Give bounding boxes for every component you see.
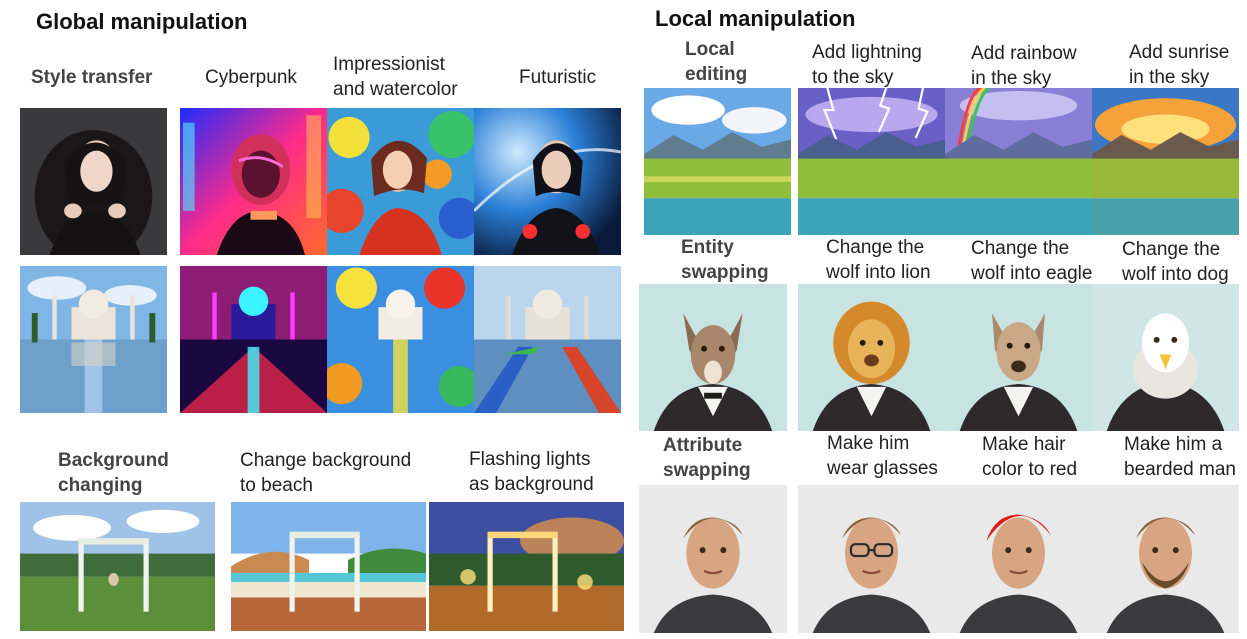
- style-transfer-row-label: Style transfer: [31, 67, 153, 88]
- arch-original-image: [20, 502, 215, 631]
- taj-mahal-original-image: [20, 266, 167, 413]
- landscape-rainbow-image: [945, 88, 1092, 235]
- woman-original-image: [20, 108, 167, 255]
- man-glasses-image: [798, 485, 945, 633]
- change-background-beach-label: Change background to beach: [240, 450, 412, 496]
- man-red-hair-image: [945, 485, 1092, 633]
- man-bearded-image: [1092, 485, 1239, 633]
- lion-image: [798, 284, 945, 431]
- wolf-into-lion-label: Change the wolf into lion: [826, 237, 931, 283]
- add-rainbow-label: Add rainbow in the sky: [971, 43, 1077, 89]
- local-manipulation-title: Local manipulation: [655, 6, 856, 31]
- attribute-swapping-row-label: Attribute swapping: [663, 435, 751, 481]
- wolf-into-eagle-label: Change the wolf into eagle: [971, 238, 1093, 284]
- global-manipulation-title: Global manipulation: [36, 9, 248, 34]
- bearded-man-label: Make him a bearded man: [1124, 434, 1236, 480]
- flashing-lights-label: Flashing lights as background: [469, 449, 594, 495]
- eagle-image: [945, 284, 1092, 431]
- woman-impressionist-image: [327, 108, 474, 255]
- hair-red-label: Make hair color to red: [982, 434, 1078, 480]
- landscape-original-image: [644, 88, 791, 235]
- add-sunrise-label: Add sunrise in the sky: [1129, 42, 1230, 88]
- entity-swapping-row-label: Entity swapping: [681, 237, 769, 283]
- woman-cyberpunk-image: [180, 108, 327, 255]
- cyberpunk-column-label: Cyberpunk: [205, 67, 297, 88]
- wolf-into-dog-label: Change the wolf into dog: [1122, 239, 1229, 285]
- arch-flashing-lights-image: [429, 502, 624, 631]
- impressionist-column-label: Impressionist and watercolor: [333, 54, 458, 100]
- wolf-original-image: [639, 284, 787, 431]
- arch-beach-image: [231, 502, 426, 631]
- taj-mahal-cyberpunk-image: [180, 266, 327, 413]
- woman-futuristic-image: [474, 108, 621, 255]
- landscape-sunrise-image: [1092, 88, 1239, 235]
- background-changing-row-label: Background changing: [58, 450, 169, 496]
- taj-mahal-futuristic-image: [474, 266, 621, 413]
- man-original-image: [639, 485, 787, 633]
- landscape-lightning-image: [798, 88, 945, 235]
- taj-mahal-impressionist-image: [327, 266, 474, 413]
- wear-glasses-label: Make him wear glasses: [827, 433, 938, 479]
- dog-image: [1092, 284, 1239, 431]
- local-editing-row-label: Local editing: [685, 39, 748, 85]
- add-lightning-label: Add lightning to the sky: [812, 42, 922, 88]
- futuristic-column-label: Futuristic: [519, 67, 597, 88]
